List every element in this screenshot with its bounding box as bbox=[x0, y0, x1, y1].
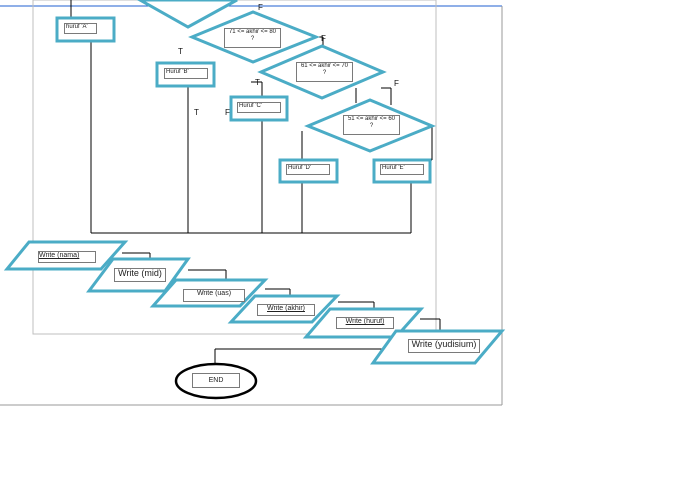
decision-label-51: 51 <= akhir <= 60 ? bbox=[343, 115, 400, 135]
output-label-huruf: Write (huruf) bbox=[336, 317, 394, 329]
output-label-nama: Write (nama) bbox=[38, 251, 96, 263]
output-label-mid: Write (mid) bbox=[114, 268, 166, 282]
decision-diamond-top-partial bbox=[136, 0, 238, 29]
branch-label-false: F bbox=[258, 3, 263, 12]
decision-condition-51: 51 <= akhir <= 60 bbox=[347, 116, 396, 122]
drawing-frame bbox=[32, 0, 437, 335]
decision-label-71: 71 <= akhir <= 80 ? bbox=[224, 28, 281, 48]
decision-condition-71: 71 <= akhir <= 80 bbox=[228, 29, 277, 35]
process-label-e: Huruf 'E' bbox=[380, 164, 424, 175]
decision-label-61: 61 <= akhir <= 70 ? bbox=[296, 62, 353, 82]
branch-label-false: F bbox=[394, 79, 399, 88]
process-label-c: Huruf 'C' bbox=[237, 102, 281, 113]
process-label-b: Huruf 'B' bbox=[164, 68, 208, 79]
branch-label-true: T bbox=[178, 47, 183, 56]
decision-question-71: ? bbox=[250, 35, 255, 42]
branch-label-true: T bbox=[255, 78, 260, 87]
branch-label-false: F bbox=[225, 108, 230, 117]
branch-label-true: T bbox=[194, 108, 199, 117]
decision-question-61: ? bbox=[322, 69, 327, 76]
output-label-yudisium: Write (yudisium) bbox=[408, 339, 480, 353]
output-label-akhir: Write (akhir) bbox=[257, 304, 315, 316]
decision-condition-61: 61 <= akhir <= 70 bbox=[300, 63, 349, 69]
process-label-d: Huruf 'D' bbox=[286, 164, 330, 175]
branch-label-false: F bbox=[321, 34, 326, 43]
output-label-uas: Write (uas) bbox=[183, 289, 245, 302]
end-label: END bbox=[192, 373, 240, 388]
process-label-a: huruf 'A' bbox=[64, 23, 97, 34]
decision-question-51: ? bbox=[369, 122, 374, 129]
